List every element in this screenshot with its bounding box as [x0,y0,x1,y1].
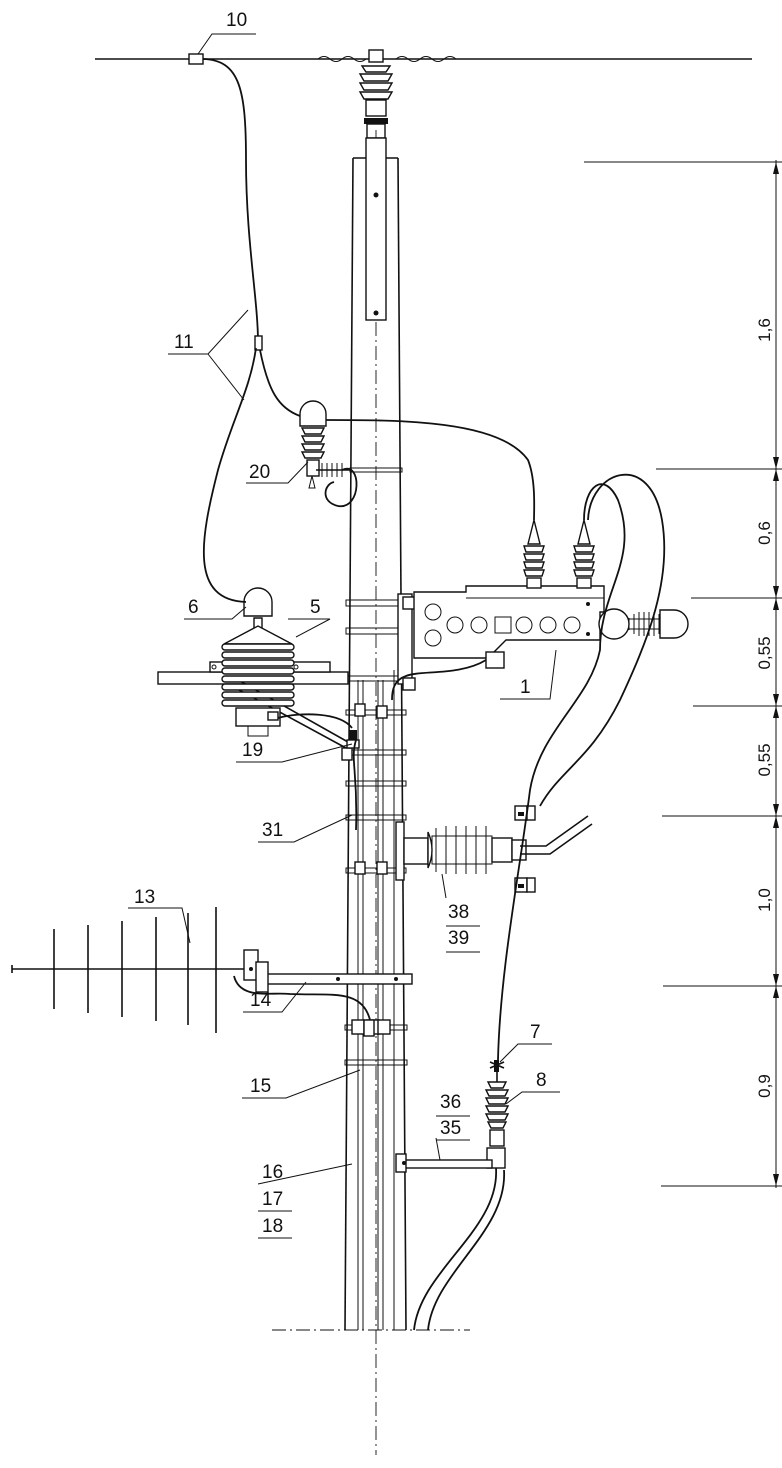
leader-lines [128,33,560,1185]
callout-18: 18 [262,1216,283,1237]
dimension-1-6: 1,6 [755,318,774,342]
yagi-antenna [11,907,268,1033]
dimension-0-9: 0,9 [755,1074,774,1098]
callout-36: 36 [440,1092,461,1113]
voltage-transformer [221,587,295,737]
top-insulator [358,49,394,139]
dimension-0-55-lower: 0,55 [755,743,774,776]
callout-8: 8 [536,1070,547,1091]
callout-labels: 10 11 20 6 5 1 19 31 38 39 13 14 7 8 15 … [134,10,547,1239]
recloser-unit [397,585,689,691]
callout-6: 6 [188,597,199,618]
antenna-bracket [233,961,413,1037]
lower-arrester [484,1060,510,1169]
connection-wires [188,53,666,1061]
callout-5: 5 [310,597,321,618]
callout-13: 13 [134,887,155,908]
lower-bracket [395,1153,493,1173]
recloser-bushing-left [523,519,545,589]
callout-11: 11 [174,332,194,353]
callout-7: 7 [530,1022,541,1043]
callout-39: 39 [448,928,469,949]
callout-14: 14 [250,990,272,1011]
callout-1: 1 [520,677,531,698]
dimension-1-0: 1,0 [755,888,774,912]
cable-connector-19 [277,713,360,831]
callout-10: 10 [226,10,247,31]
pin-bracket [365,137,387,321]
dimension-0-55-upper: 0,55 [755,636,774,669]
recloser-bushing-right [573,519,595,589]
underground-cable [413,1167,505,1331]
callout-38: 38 [448,902,469,923]
callout-19: 19 [242,740,263,761]
callout-31: 31 [262,820,283,841]
pole [272,130,470,1455]
dimension-0-6: 0,6 [755,521,774,545]
upper-surge-arrester [299,400,358,507]
callout-20: 20 [249,462,270,483]
callout-15: 15 [250,1076,271,1097]
callout-16: 16 [262,1162,283,1183]
callout-35: 35 [440,1118,461,1139]
termination-insulator [395,805,593,893]
callout-17: 17 [262,1189,283,1210]
dimension-chain: 1,6 0,6 0,55 0,55 1,0 0,9 [584,160,782,1188]
